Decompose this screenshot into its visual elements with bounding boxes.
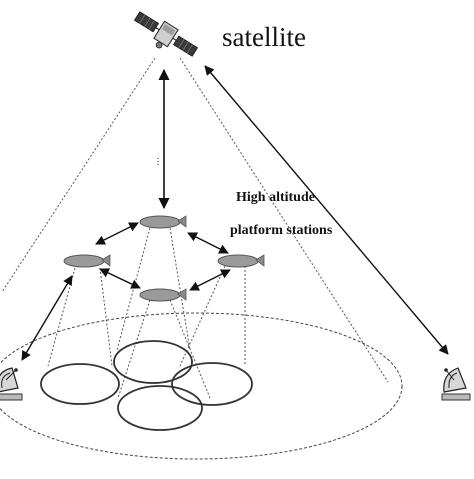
- satellite-to-ground-right-link: [204, 65, 449, 355]
- airship-icon: [139, 215, 187, 229]
- coverage-cell-left: [40, 363, 120, 405]
- satellite-label: satellite: [222, 22, 306, 52]
- coverage-cell-right: [171, 362, 253, 406]
- coverage-cell-top: [113, 340, 193, 384]
- satellite-icon: [133, 11, 199, 57]
- satellite-dish-icon: [441, 367, 471, 401]
- satellite-coverage-area: [0, 312, 403, 460]
- airship-icon: [63, 254, 111, 268]
- hap-label-line1: High altitude: [236, 190, 315, 205]
- airship-icon: [217, 254, 265, 268]
- satellite-beam-left: [1, 57, 156, 293]
- platform-beams: [47, 227, 246, 399]
- coverage-cell-bottom: [117, 385, 203, 431]
- airship-icon: [139, 288, 187, 302]
- platform-to-ground-left-link: [21, 275, 73, 361]
- inter-platform-links: [95, 222, 231, 291]
- hap-label-line2: platform stations: [230, 223, 333, 238]
- satellite-dish-icon: [0, 367, 23, 401]
- platform-coverage-cells: [40, 340, 253, 431]
- satellite-beam-right: [179, 57, 389, 383]
